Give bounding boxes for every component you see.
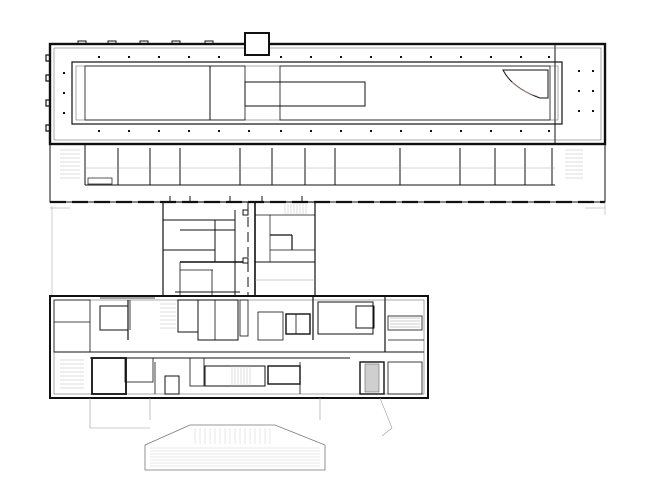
north-hall-west-notches — [45, 54, 50, 132]
exhibition-frame — [71, 61, 563, 125]
entrance-forecourt — [89, 397, 393, 471]
column-sides — [63, 70, 594, 114]
exhibition-room-east — [279, 65, 551, 121]
north-hall-inner-line — [53, 47, 602, 141]
north-hall-columns — [63, 56, 594, 132]
north-hall-tower — [244, 32, 270, 56]
south-wing-outer-wall — [49, 295, 429, 399]
forecourt-east-edge — [379, 397, 393, 437]
exhibition-curved-feature — [502, 69, 549, 99]
exhibition-room-west — [84, 65, 246, 121]
entrance-steps-outline — [144, 424, 326, 471]
connector-stairs — [284, 204, 307, 214]
connector-wing — [162, 196, 316, 297]
south-wing — [49, 295, 429, 399]
south-wing-stair-west — [160, 299, 176, 329]
column-row-top — [98, 56, 550, 58]
north-hall-lower-strip — [49, 143, 606, 204]
exhibition-curve-accent — [511, 81, 538, 97]
north-hall-outer-wall — [48, 42, 607, 146]
lower-strip-stairs — [60, 149, 583, 179]
south-wing-stair-far-west — [60, 359, 84, 389]
entrance-steps-hatch — [150, 428, 320, 467]
south-wing-stair-center — [231, 366, 251, 386]
south-wing-east-stair — [390, 317, 420, 328]
forecourt-west-edge — [89, 398, 150, 429]
north-hall-parapet-ticks — [77, 40, 214, 44]
column-row-bottom — [98, 130, 550, 132]
lower-strip-counter — [87, 177, 113, 185]
north-hall — [45, 32, 607, 146]
exhibition-frame-inner — [75, 65, 559, 121]
site-lines-north — [50, 202, 606, 298]
lower-strip-outline — [49, 143, 606, 203]
exhibition-island — [244, 81, 366, 107]
